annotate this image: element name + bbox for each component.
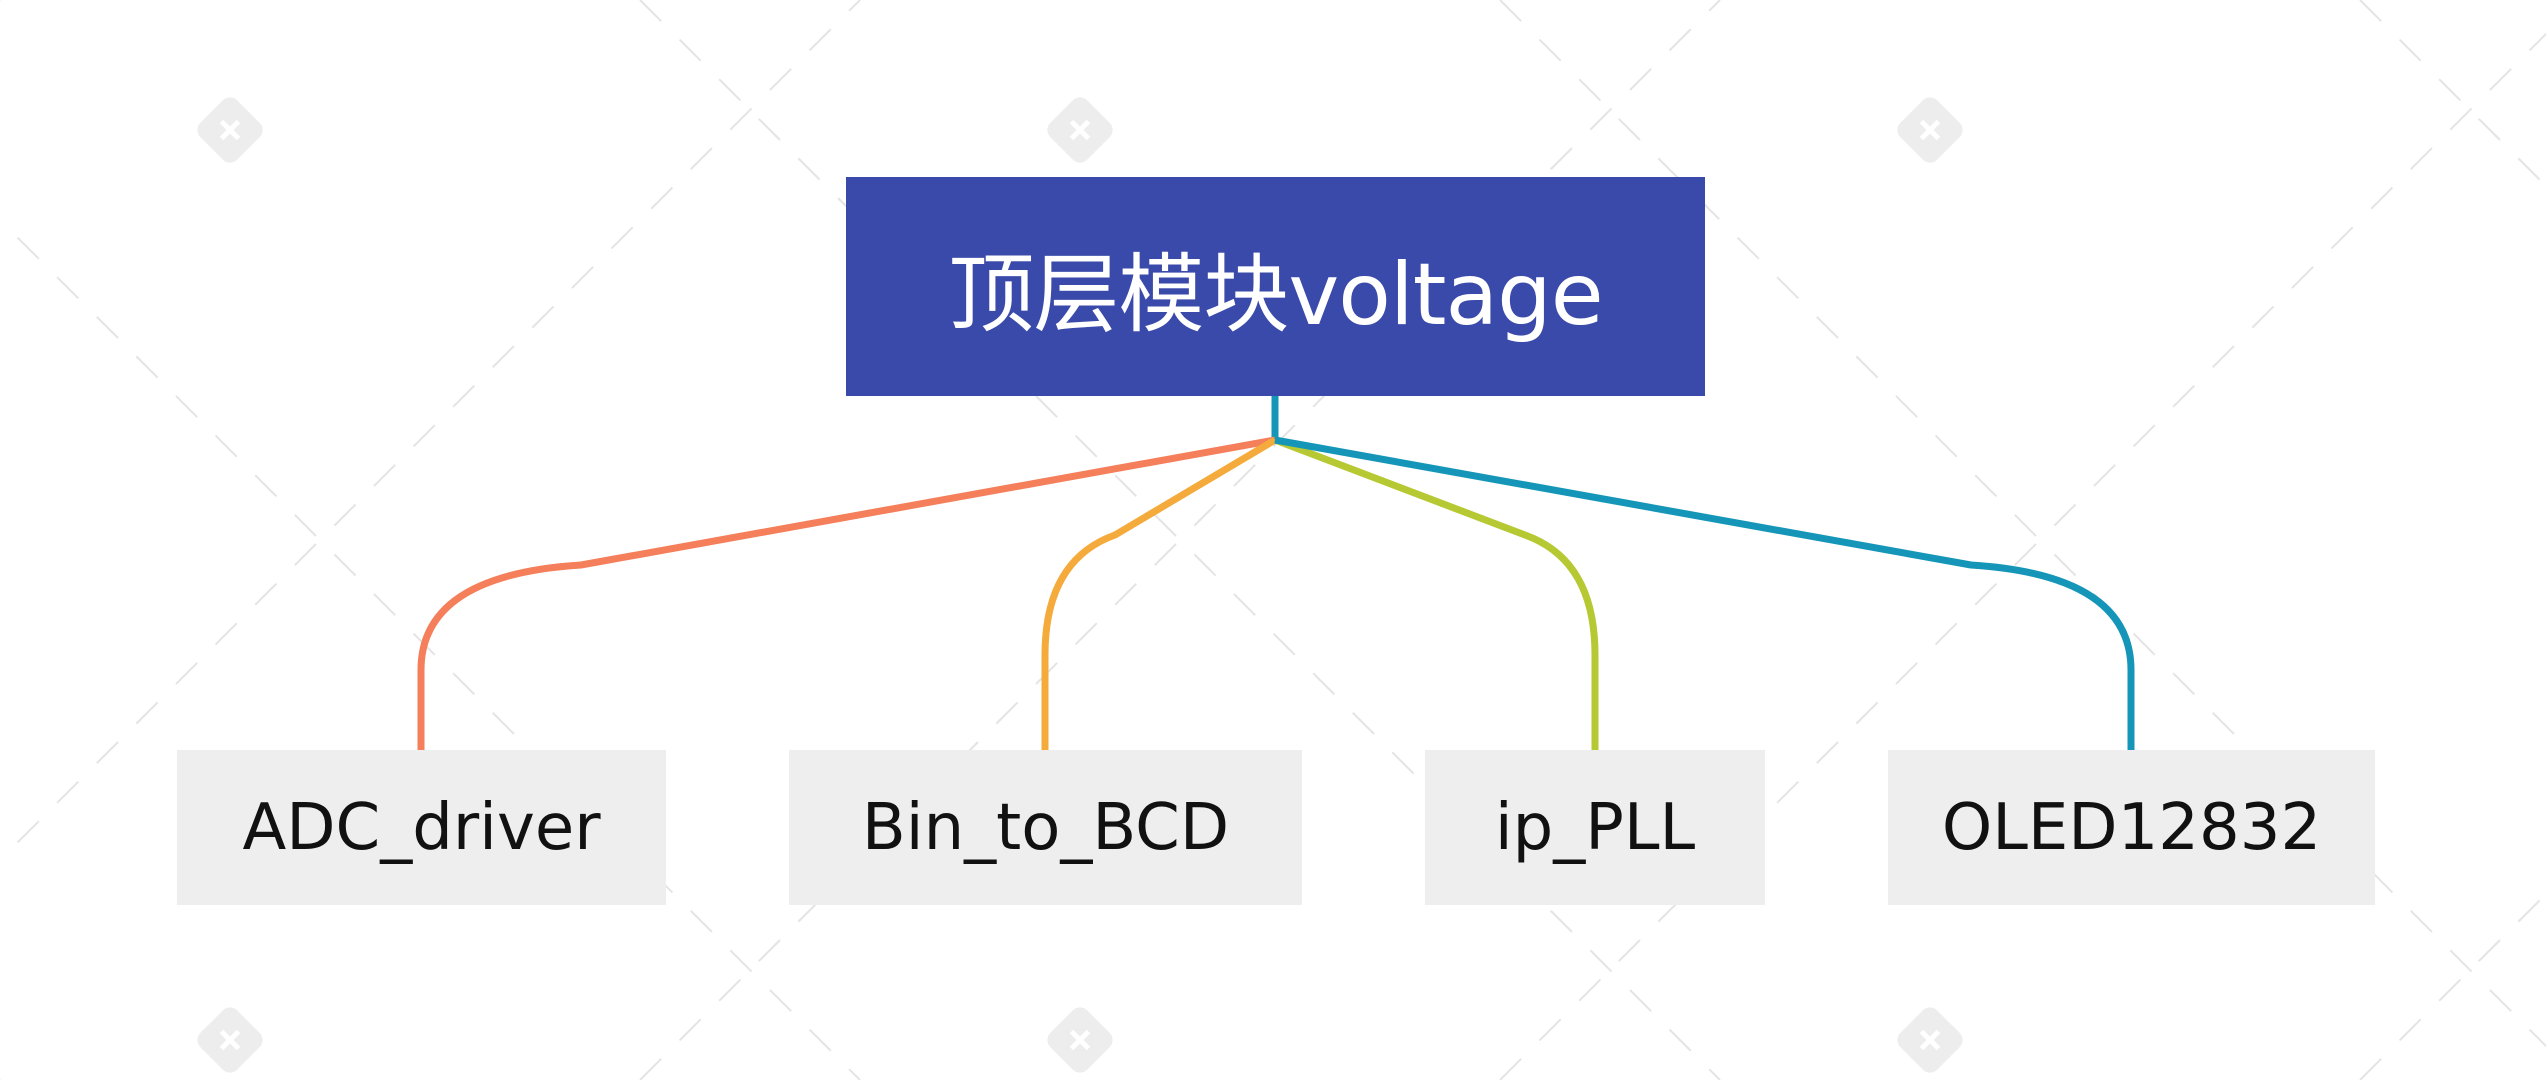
branch-connector	[417, 436, 1276, 750]
subtopic-adc-driver[interactable]: ADC_driver	[177, 750, 666, 905]
branch-connector	[1041, 436, 1277, 750]
subtopic-bin-to-bcd[interactable]: Bin_to_BCD	[789, 750, 1302, 905]
branch-connector	[1273, 436, 1599, 750]
branch-connector	[1274, 436, 2135, 750]
subtopic-label: ADC_driver	[242, 790, 601, 865]
connector-layer	[417, 396, 2135, 750]
subtopic-label: Bin_to_BCD	[861, 790, 1230, 865]
xmind-logo-icon	[1047, 97, 1113, 163]
xmind-logo-icon	[197, 97, 263, 163]
xmind-logo-icon	[1897, 97, 1963, 163]
background-diagonal-line	[1499, 32, 2546, 1080]
root-topic[interactable]: 顶层模块voltage	[846, 177, 1705, 396]
background-diagonal-line	[2359, 892, 2546, 1080]
subtopic-label: ip_PLL	[1494, 790, 1696, 865]
xmind-logo-icon	[1047, 1007, 1113, 1073]
root-topic-label: 顶层模块voltage	[948, 245, 1603, 345]
background-diagonal-line	[2359, 0, 2546, 188]
subtopic-oled12832[interactable]: OLED12832	[1888, 750, 2375, 905]
watermark-layer	[197, 97, 1963, 1073]
background-diagonal-line	[1499, 0, 2546, 1048]
subtopic-ip-pll[interactable]: ip_PLL	[1425, 750, 1765, 905]
xmind-logo-icon	[1897, 1007, 1963, 1073]
xmind-logo-icon	[197, 1007, 263, 1073]
subtopic-label: OLED12832	[1941, 790, 2322, 865]
